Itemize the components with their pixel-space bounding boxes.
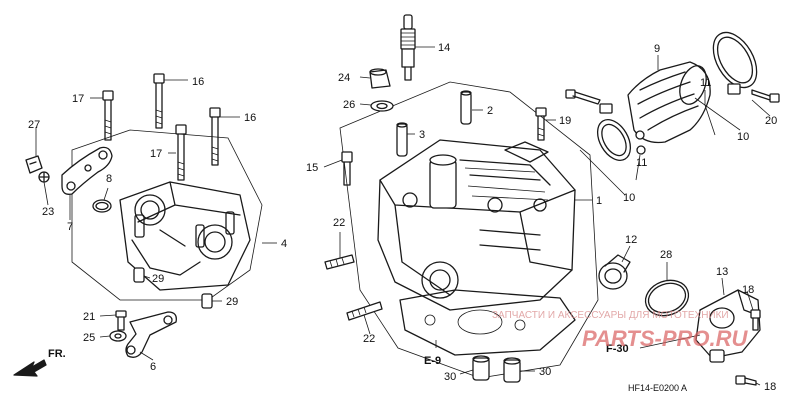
decompressor-lever-part[interactable] xyxy=(125,311,177,358)
callout-3: 3 xyxy=(419,129,425,141)
callout-1: 1 xyxy=(596,195,602,207)
front-direction-arrow: FR. xyxy=(13,348,66,377)
callout-27: 27 xyxy=(28,119,40,131)
o-ring-28-part[interactable] xyxy=(641,275,694,322)
spark-plug-part[interactable] xyxy=(400,14,416,81)
callout-16-right: 16 xyxy=(244,112,256,124)
callout-24: 24 xyxy=(338,72,350,84)
bolt-21-part[interactable] xyxy=(115,310,127,331)
clamp-nut-right-part[interactable] xyxy=(635,130,646,155)
callout-20: 20 xyxy=(765,115,777,127)
o-ring-26-part[interactable] xyxy=(370,100,394,112)
dowel-pin-30b[interactable] xyxy=(503,357,521,383)
callout-18-lower: 18 xyxy=(764,381,776,393)
callout-19: 19 xyxy=(559,115,571,127)
callout-23: 23 xyxy=(42,206,54,218)
callout-22-lower: 22 xyxy=(363,333,375,345)
reference-f30[interactable]: F-30 xyxy=(606,343,629,355)
callout-2: 2 xyxy=(487,105,493,117)
callout-21: 21 xyxy=(83,311,95,323)
callout-30b: 30 xyxy=(539,366,551,378)
callout-4: 4 xyxy=(281,238,287,250)
dowel-clip-part[interactable] xyxy=(25,155,43,174)
thermostat-part[interactable] xyxy=(598,254,631,290)
callout-17-mid: 17 xyxy=(150,148,162,160)
callout-8: 8 xyxy=(106,173,112,185)
head-gasket-part[interactable] xyxy=(399,289,576,356)
hose-clamp-upper-part[interactable] xyxy=(704,25,765,95)
cylinder-head-part[interactable] xyxy=(377,139,576,311)
valve-guide-3-part[interactable] xyxy=(396,122,408,157)
valve-guide-part[interactable] xyxy=(460,90,472,125)
camshaft-holder-boundary xyxy=(71,129,263,301)
watermark-line2: PARTS-PRO.RU xyxy=(582,326,749,351)
callout-11-upper: 11 xyxy=(700,77,711,89)
temperature-sensor-15-part[interactable] xyxy=(341,151,353,186)
callout-29a: 29 xyxy=(152,273,164,285)
long-bolt-16-right[interactable] xyxy=(209,107,221,166)
reference-e9[interactable]: E-9 xyxy=(424,355,441,367)
long-bolt-16-left[interactable] xyxy=(153,73,165,129)
bolt-18-lower-part[interactable] xyxy=(735,375,757,386)
stud-bolt-22-lower[interactable] xyxy=(346,301,383,321)
callout-25: 25 xyxy=(83,332,95,344)
cap-nut-24-part[interactable] xyxy=(369,68,391,89)
front-label: FR. xyxy=(48,348,66,360)
callout-16-upper: 16 xyxy=(192,76,204,88)
rocker-arm-part[interactable] xyxy=(61,146,113,195)
callout-11-lower: 11 xyxy=(636,157,647,169)
diagram-code: HF14-E0200 A xyxy=(628,383,687,393)
long-bolt-17-mid[interactable] xyxy=(175,124,187,181)
callout-7: 7 xyxy=(67,221,73,233)
clamp-bolt-left-part[interactable] xyxy=(565,89,601,105)
callout-14: 14 xyxy=(438,42,450,54)
dowel-pin-29a[interactable] xyxy=(133,267,145,283)
callout-22-upper: 22 xyxy=(333,217,345,229)
callout-10-upper: 10 xyxy=(737,131,749,143)
clamp-bolt-20-part[interactable] xyxy=(751,89,780,103)
callout-17-left: 17 xyxy=(72,93,84,105)
carburetor-insulator-part[interactable] xyxy=(627,61,711,144)
callout-29b: 29 xyxy=(226,296,238,308)
dowel-pin-30a[interactable] xyxy=(472,355,490,381)
camshaft-holder-part[interactable] xyxy=(119,181,251,291)
callout-30a: 30 xyxy=(444,371,456,383)
dowel-pin-29b[interactable] xyxy=(201,293,213,309)
bolt-18-upper-part[interactable] xyxy=(750,309,761,331)
callout-labels: 27 23 7 8 17 16 16 17 4 29 29 21 25 6 24… xyxy=(28,42,777,393)
leader-lines xyxy=(35,46,771,386)
callout-13: 13 xyxy=(716,266,728,278)
cam-bearing-part[interactable] xyxy=(92,199,112,213)
callout-26: 26 xyxy=(343,99,355,111)
callout-6: 6 xyxy=(150,361,156,373)
hose-clamp-lower-part[interactable] xyxy=(591,103,637,166)
washer-25-part[interactable] xyxy=(109,330,127,342)
callout-12: 12 xyxy=(625,234,637,246)
small-bolt-part[interactable] xyxy=(38,171,50,183)
callout-10-lower: 10 xyxy=(623,192,635,204)
callout-9: 9 xyxy=(654,43,660,55)
long-bolt-17-left[interactable] xyxy=(102,90,114,141)
stud-bolt-22-upper[interactable] xyxy=(324,254,355,270)
watermark-line1: ЗАПЧАСТИ И АКСЕССУАРЫ ДЛЯ МОТОТЕХНИКИ xyxy=(492,310,729,321)
callout-28: 28 xyxy=(660,249,672,261)
thermostat-housing-part[interactable] xyxy=(695,289,761,363)
callout-15: 15 xyxy=(306,162,318,174)
callout-18-upper: 18 xyxy=(742,284,754,296)
cylinder-head-boundary xyxy=(339,81,599,379)
bolt-19-part[interactable] xyxy=(535,107,547,141)
